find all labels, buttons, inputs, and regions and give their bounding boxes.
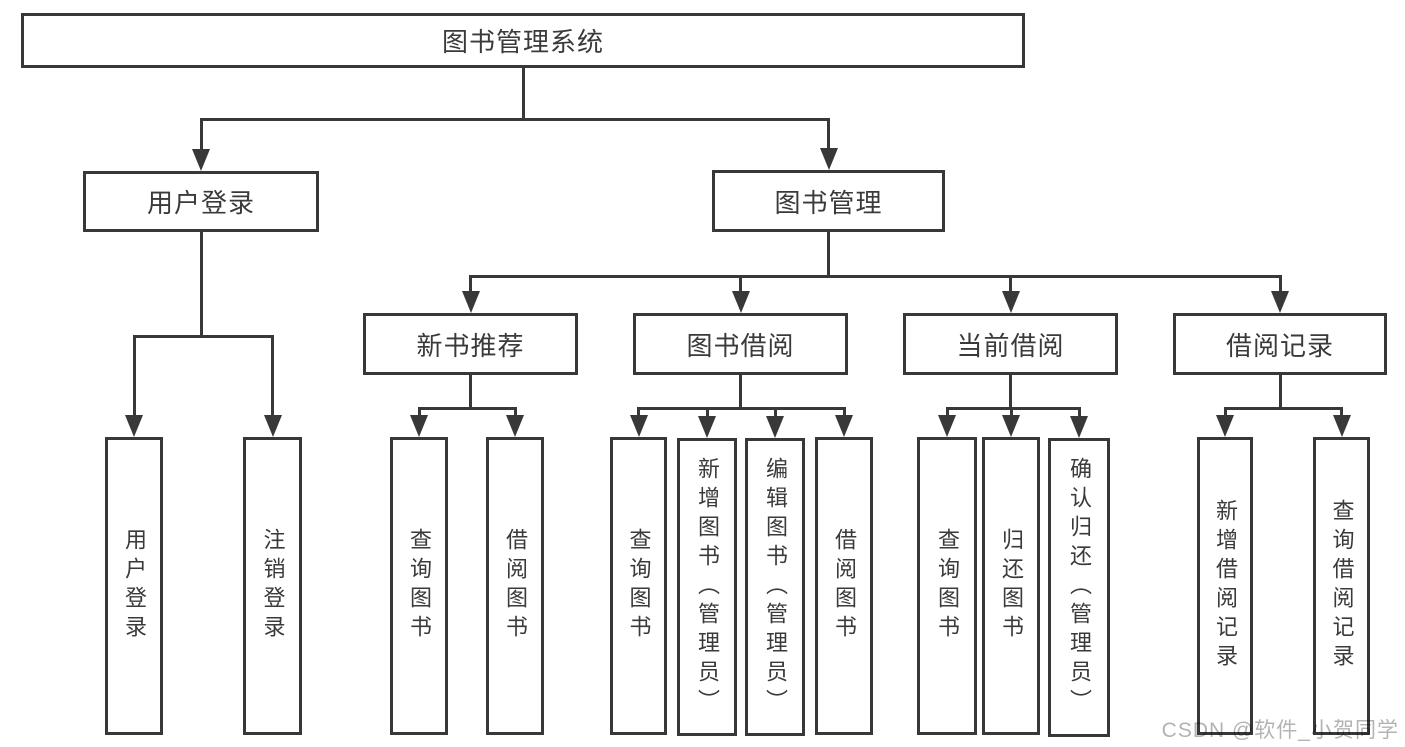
watermark: CSDN @软件_小贺同学 (1161, 719, 1399, 742)
node-query-borrow-record: 查询借阅记录 (1313, 437, 1370, 735)
node-label: 确认归还（管理员） (1067, 457, 1092, 718)
node-library-system: 图书管理系统 (21, 13, 1025, 68)
arrowhead-down-icon (1332, 415, 1351, 437)
arrowhead-down-icon (192, 149, 210, 171)
node-label: 用户登录 (146, 188, 255, 218)
node-borrow-books-borrow: 借阅图书 (815, 437, 873, 735)
node-label: 编辑图书（管理员） (763, 456, 788, 718)
connector-drop (1340, 407, 1343, 417)
connector-stub (739, 374, 742, 410)
connector-rail (469, 275, 1282, 278)
arrowhead-down-icon (1002, 415, 1020, 437)
node-label: 当前借阅 (956, 330, 1065, 361)
arrowhead-down-icon (1216, 415, 1234, 437)
arrowhead-down-icon (698, 416, 716, 438)
node-query-books-borrow: 查询图书 (610, 437, 667, 735)
node-user-login: 用户登录 (83, 171, 319, 232)
arrowhead-down-icon (629, 415, 648, 437)
connector-drop (469, 275, 472, 293)
arrowhead-down-icon (731, 291, 750, 313)
arrowhead-down-icon (1001, 291, 1020, 313)
node-add-books-admin: 新增图书（管理员） (677, 438, 737, 736)
connector-stub (521, 67, 525, 121)
connector-drop (842, 407, 846, 417)
connector-drop (1223, 407, 1227, 417)
connector-stub (827, 231, 830, 278)
connector-drop (1009, 407, 1013, 417)
connector-rail (945, 407, 1081, 410)
node-logout-action: 注销登录 (243, 437, 302, 735)
node-book-management: 图书管理 (712, 170, 945, 232)
node-label: 查询图书 (626, 528, 652, 644)
node-label: 查询图书 (935, 528, 960, 644)
node-label: 图书管理系统 (441, 27, 604, 57)
node-borrow-books-recommend: 借阅图书 (486, 437, 544, 735)
arrowhead-down-icon (938, 415, 956, 437)
node-book-borrowing: 图书借阅 (633, 313, 848, 375)
arrowhead-down-icon (1271, 291, 1289, 313)
arrowhead-down-icon (263, 415, 282, 437)
node-label: 图书借阅 (686, 330, 795, 361)
arrowhead-down-icon (506, 415, 524, 437)
connector-drop (271, 335, 274, 417)
node-label: 查询借阅记录 (1329, 499, 1355, 673)
connector-stub (1278, 374, 1282, 410)
arrowhead-down-icon (410, 415, 428, 437)
node-label: 借阅图书 (503, 528, 528, 644)
node-confirm-return-admin: 确认归还（管理员） (1048, 438, 1110, 737)
connector-drop (1009, 275, 1012, 293)
node-label: 新增借阅记录 (1213, 499, 1238, 673)
node-label: 归还图书 (999, 528, 1024, 644)
node-label: 查询图书 (407, 528, 432, 644)
arrowhead-down-icon (766, 416, 784, 438)
connector-drop (199, 118, 203, 151)
connector-drop (1077, 407, 1081, 418)
connector-stub (469, 374, 472, 410)
node-user-login-action: 用户登录 (105, 437, 163, 735)
connector-drop (1278, 275, 1282, 293)
connector-drop (513, 407, 517, 417)
node-borrowing-records: 借阅记录 (1173, 313, 1387, 375)
connector-stub (1009, 374, 1012, 410)
node-add-borrow-record: 新增借阅记录 (1197, 437, 1253, 735)
connector-drop (132, 335, 136, 417)
node-new-book-recommendation: 新书推荐 (363, 313, 578, 375)
arrowhead-down-icon (461, 291, 480, 313)
connector-drop (739, 275, 742, 293)
node-label: 注销登录 (260, 528, 286, 644)
connector-drop (945, 407, 949, 417)
arrowhead-down-icon (835, 415, 853, 437)
connector-rail (199, 118, 830, 121)
connector-drop (773, 407, 777, 418)
connector-drop (417, 407, 421, 417)
connector-rail (637, 407, 846, 410)
node-edit-books-admin: 编辑图书（管理员） (745, 438, 805, 736)
node-label: 图书管理 (774, 187, 883, 218)
node-current-borrowing: 当前借阅 (903, 313, 1118, 375)
arrowhead-down-icon (125, 415, 143, 437)
connector-rail (132, 335, 274, 338)
connector-drop (827, 118, 830, 150)
node-return-books: 归还图书 (982, 437, 1040, 735)
node-label: 借阅图书 (832, 528, 857, 644)
node-label: 新增图书（管理员） (695, 456, 720, 718)
node-label: 用户登录 (122, 528, 147, 644)
node-label: 新书推荐 (416, 330, 525, 361)
arrowhead-down-icon (1070, 416, 1088, 438)
connector-drop (705, 407, 709, 418)
connector-rail (417, 407, 517, 410)
node-query-books-recommend: 查询图书 (390, 437, 448, 735)
arrowhead-down-icon (819, 148, 838, 170)
connector-rail (1223, 407, 1343, 410)
connector-stub (199, 231, 203, 338)
connector-drop (637, 407, 640, 417)
node-label: 借阅记录 (1225, 330, 1334, 361)
node-query-books-current: 查询图书 (917, 437, 977, 735)
